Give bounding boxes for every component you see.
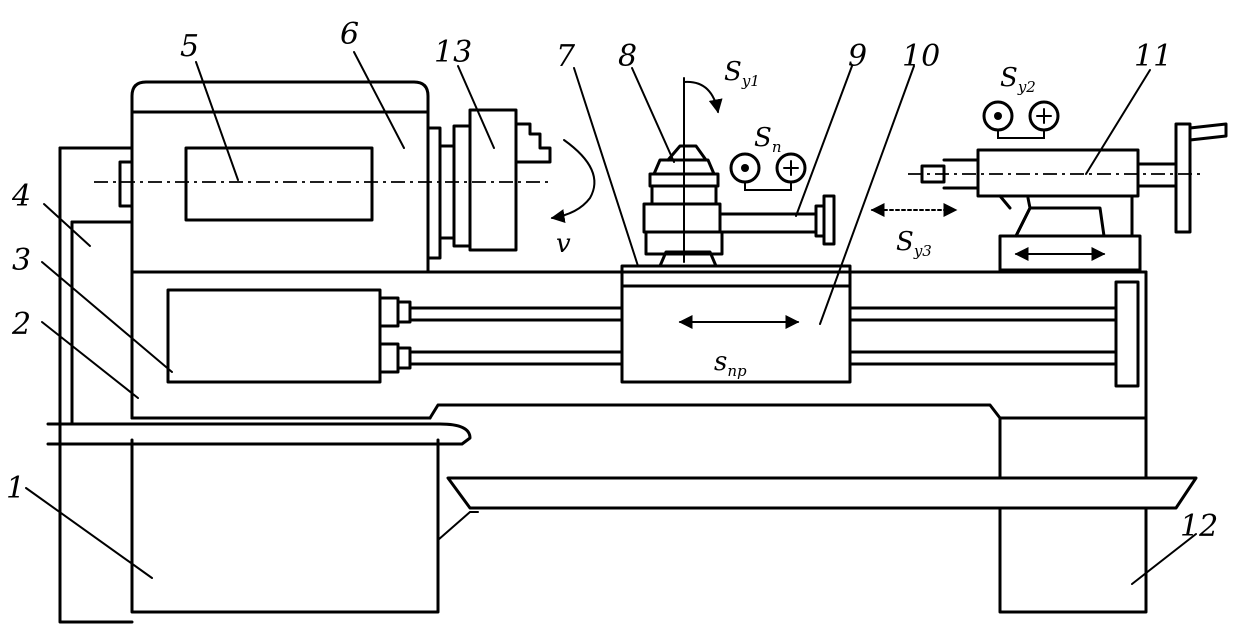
callout-1: 1: [6, 471, 25, 506]
label-sy2: Sy2: [1000, 63, 1036, 96]
label-sn: Sn: [754, 123, 781, 156]
label-snp: snp: [714, 347, 747, 380]
callout-10: 10: [902, 39, 940, 74]
lathe-bed: [130, 270, 1148, 432]
callout-13: 13: [434, 35, 472, 70]
handwheel: [1174, 122, 1228, 234]
callout-8: 8: [618, 39, 637, 74]
headstock-stand: [58, 146, 134, 426]
rotation-arrow: [550, 139, 596, 223]
feed-gearbox: [166, 288, 412, 384]
sy2-motor-symbol: [982, 100, 1060, 139]
sn-motor-symbol: [729, 152, 807, 191]
apron: [620, 264, 852, 384]
headstock: [118, 80, 456, 274]
label-v: v: [556, 229, 571, 259]
lead-screw-and-feed-rod: [408, 280, 1140, 388]
callout-4: 4: [11, 179, 31, 214]
callout-5: 5: [180, 29, 199, 64]
label-sy1: Sy1: [724, 57, 760, 90]
sy1-rotation-arrow: [683, 80, 723, 114]
right-pedestal: [998, 416, 1148, 614]
callout-2: 2: [11, 307, 31, 342]
callout-12: 12: [1180, 509, 1218, 544]
chuck: [452, 108, 552, 252]
callout-6: 6: [340, 17, 359, 52]
callout-9: 9: [848, 39, 867, 74]
callout-7: 7: [556, 39, 576, 74]
callout-3: 3: [12, 243, 31, 278]
left-pedestal: [58, 146, 479, 624]
leader-lines: [25, 51, 1197, 585]
tailstock: [920, 148, 1178, 272]
chip-tray: [46, 422, 1198, 510]
callout-11: 11: [1134, 39, 1172, 74]
label-sy3: Sy3: [896, 227, 932, 260]
